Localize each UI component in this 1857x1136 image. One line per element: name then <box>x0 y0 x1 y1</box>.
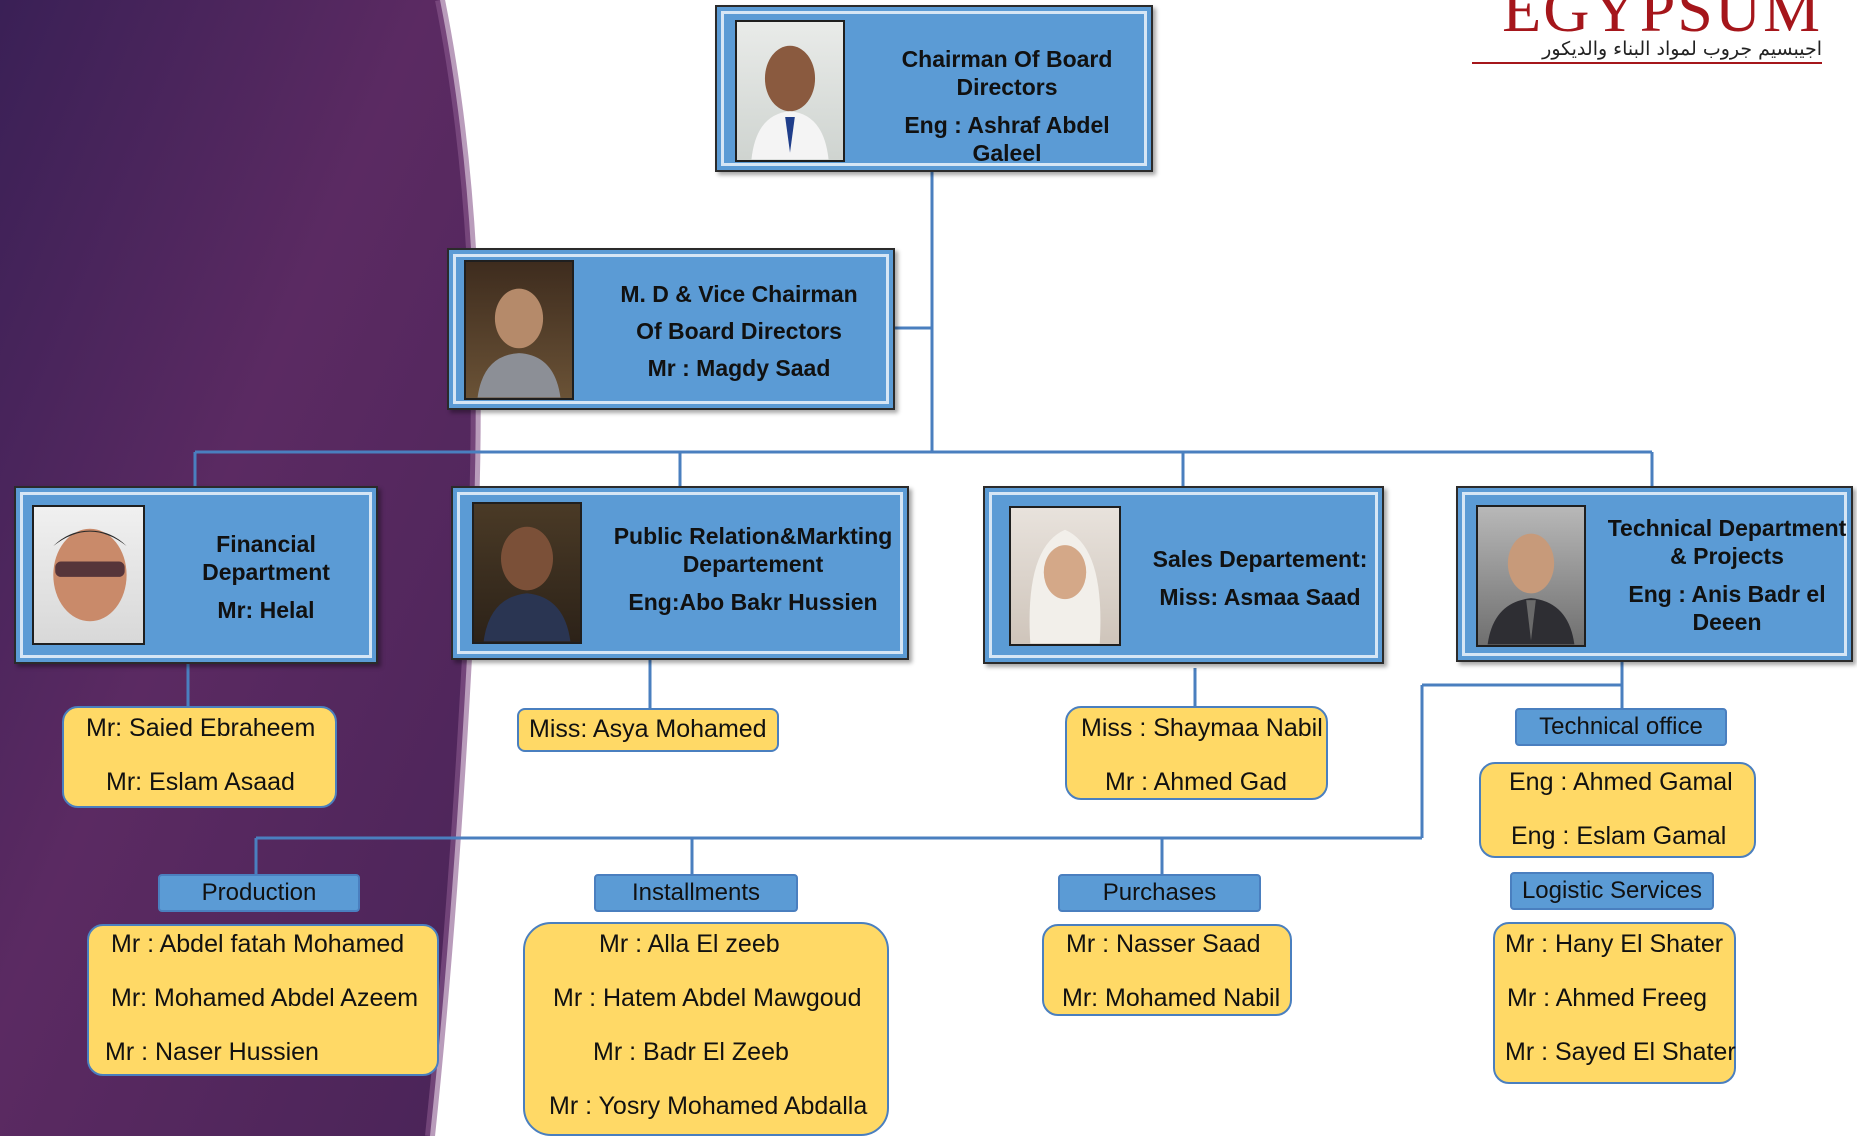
financial-title-line2: Department <box>202 559 330 585</box>
technical-title-line1: Technical Department <box>1607 515 1847 541</box>
logo-arabic-subtitle: اجيبسيم جروب لمواد البناء والديكور <box>1542 38 1822 60</box>
installments-staff-box: Mr : Alla El zeeb Mr : Hatem Abdel Mawgo… <box>523 922 889 1136</box>
vice-chairman-photo <box>464 260 574 400</box>
sales-staff-1: Miss : Shaymaa Nabil <box>1081 714 1323 742</box>
pr-staff-box: Miss: Asya Mohamed <box>517 708 779 752</box>
logo-wordmark: EGYPSUM <box>1502 0 1822 45</box>
logistic-staff-1: Mr : Hany El Shater <box>1505 930 1724 958</box>
installments-staff-2: Mr : Hatem Abdel Mawgoud <box>553 984 862 1012</box>
financial-head-photo <box>32 505 145 645</box>
logistic-staff-3: Mr : Sayed El Shater <box>1505 1038 1736 1066</box>
pr-title-line2: Departement <box>682 551 824 577</box>
pr-head-photo <box>472 502 582 644</box>
installments-label: Installments <box>594 874 798 912</box>
technical-office-staff-box: Eng : Ahmed Gamal Eng : Eslam Gamal <box>1479 762 1756 858</box>
pr-staff-1: Miss: Asya Mohamed <box>529 715 767 743</box>
technical-title-line2: & Projects <box>1670 543 1784 569</box>
logistic-services-label: Logistic Services <box>1510 872 1714 910</box>
pr-marketing-department-box: Public Relation&Markting Departement Eng… <box>451 486 909 660</box>
purchases-staff-box: Mr : Nasser Saad Mr: Mohamed Nabil <box>1042 924 1292 1016</box>
sales-staff-box: Miss : Shaymaa Nabil Mr : Ahmed Gad <box>1065 706 1328 800</box>
installments-staff-3: Mr : Badr El Zeeb <box>593 1038 789 1066</box>
vice-chairman-title-line2: Of Board Directors <box>636 318 842 344</box>
pr-title-line1: Public Relation&Markting <box>613 523 893 549</box>
pr-head-name: Eng:Abo Bakr Hussien <box>628 589 878 615</box>
financial-staff-box: Mr: Saied Ebraheem Mr: Eslam Asaad <box>62 706 337 808</box>
egypsum-logo: EGYPSUM اجيبسيم جروب لمواد البناء والديك… <box>1462 0 1822 72</box>
chairman-name: Eng : Ashraf Abdel Galeel <box>904 112 1110 166</box>
financial-staff-1: Mr: Saied Ebraheem <box>86 714 316 742</box>
technical-head-name-line2: Deeen <box>1692 609 1762 635</box>
chairman-title-line2: Directors <box>956 74 1058 100</box>
technical-office-staff-2: Eng : Eslam Gamal <box>1511 822 1727 850</box>
technical-head-photo <box>1476 505 1586 647</box>
financial-department-box: Financial Department Mr: Helal <box>14 486 378 664</box>
sales-head-name: Miss: Asmaa Saad <box>1159 584 1361 610</box>
vice-chairman-name: Mr : Magdy Saad <box>647 355 831 381</box>
production-staff-2: Mr: Mohamed Abdel Azeem <box>111 984 419 1012</box>
vice-chairman-box: M. D & Vice Chairman Of Board Directors … <box>447 248 895 410</box>
production-label: Production <box>158 874 360 912</box>
installments-staff-1: Mr : Alla El zeeb <box>599 930 780 958</box>
logo-rule <box>1472 62 1822 64</box>
financial-staff-2: Mr: Eslam Asaad <box>106 768 295 796</box>
installments-staff-4: Mr : Yosry Mohamed Abdalla <box>549 1092 868 1120</box>
purchases-label: Purchases <box>1058 874 1261 912</box>
sales-title: Sales Departement: <box>1152 546 1368 572</box>
technical-office-staff-1: Eng : Ahmed Gamal <box>1509 768 1733 796</box>
production-staff-3: Mr : Naser Hussien <box>105 1038 319 1066</box>
production-staff-box: Mr : Abdel fatah Mohamed Mr: Mohamed Abd… <box>87 924 439 1076</box>
technical-office-label: Technical office <box>1515 708 1727 746</box>
purchases-staff-1: Mr : Nasser Saad <box>1066 930 1261 958</box>
technical-head-name-line1: Eng : Anis Badr el <box>1628 581 1826 607</box>
sales-staff-2: Mr : Ahmed Gad <box>1105 768 1288 796</box>
financial-title-line1: Financial <box>216 531 316 557</box>
sales-department-box: Sales Departement: Miss: Asmaa Saad <box>983 486 1384 664</box>
vice-chairman-title-line1: M. D & Vice Chairman <box>620 281 858 307</box>
sales-head-photo <box>1009 506 1121 646</box>
chairman-photo <box>735 20 845 162</box>
logistic-staff-2: Mr : Ahmed Freeg <box>1507 984 1708 1012</box>
financial-head-name: Mr: Helal <box>217 597 315 623</box>
technical-department-box: Technical Department & Projects Eng : An… <box>1456 486 1853 662</box>
chairman-box: Chairman Of Board Directors Eng : Ashraf… <box>715 5 1153 172</box>
production-staff-1: Mr : Abdel fatah Mohamed <box>111 930 405 958</box>
chairman-title-line1: Chairman Of Board <box>901 46 1113 72</box>
logistic-staff-box: Mr : Hany El Shater Mr : Ahmed Freeg Mr … <box>1493 922 1736 1084</box>
purchases-staff-2: Mr: Mohamed Nabil <box>1062 984 1281 1012</box>
